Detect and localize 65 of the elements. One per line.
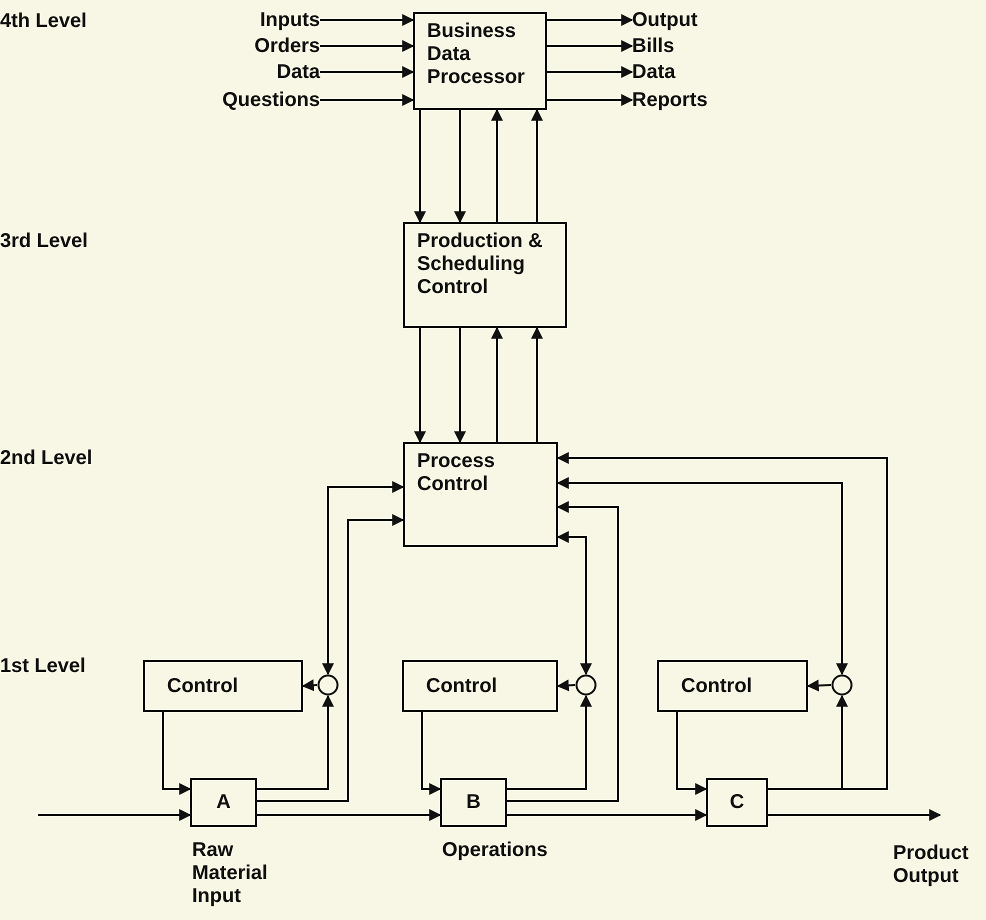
caption-text: Raw Material Input [192, 839, 269, 908]
output-label: Product Output [893, 842, 970, 888]
signal-label: Data [200, 59, 320, 85]
arrow [320, 40, 414, 52]
arrow [320, 94, 414, 106]
caption-text: Operations [442, 839, 549, 862]
arrow [547, 94, 634, 106]
box-label: A [216, 791, 231, 814]
arrow [507, 501, 619, 802]
arrow [676, 712, 708, 795]
box-label: Business Data Processor [427, 20, 526, 89]
arrow [421, 712, 442, 795]
signal-label: Inputs [200, 7, 320, 33]
arrow [162, 712, 192, 795]
arrow [547, 40, 634, 52]
arrow [531, 326, 543, 442]
box-label: Control [167, 674, 238, 696]
level-label: 4th Level [0, 10, 87, 33]
level-label: 2nd Level [0, 447, 92, 470]
signal-label: Questions [200, 87, 320, 113]
signal-label: Reports [632, 87, 752, 113]
arrow [257, 694, 334, 790]
control-box [657, 660, 808, 712]
arrow [556, 679, 576, 692]
arrow [320, 14, 414, 26]
level-label: 1st Level [0, 655, 86, 678]
signal-label: Data [632, 59, 752, 85]
arrow [507, 694, 592, 790]
arrow [322, 481, 404, 676]
signal-label: Output [632, 7, 752, 33]
arrow [414, 110, 426, 224]
arrow [491, 108, 503, 222]
arrow [257, 514, 404, 802]
arrow [257, 809, 442, 821]
arrow [547, 14, 634, 26]
arrow [454, 328, 466, 444]
arrow [768, 809, 942, 821]
signal-label: Orders [200, 33, 320, 59]
process-box [413, 12, 547, 110]
arrow [320, 66, 414, 78]
arrow [38, 809, 192, 821]
box-label: B [466, 791, 481, 814]
box-label: Control [426, 674, 498, 696]
arrow [806, 680, 832, 692]
arrow [547, 66, 634, 78]
arrow [302, 679, 318, 692]
level-label: 3rd Level [0, 230, 88, 253]
arrow [556, 452, 888, 790]
box-label: Production & Scheduling Control [417, 230, 544, 299]
process-box [403, 222, 567, 328]
arrow [414, 328, 426, 444]
box-label: Control [681, 674, 752, 696]
box-label: Process Control [417, 450, 496, 496]
arrow [507, 809, 708, 821]
arrow [556, 531, 592, 676]
box-label: C [730, 791, 744, 814]
arrow [556, 477, 848, 676]
process-box [403, 442, 558, 547]
arrow [454, 110, 466, 224]
arrow [491, 326, 503, 442]
signal-label: Bills [632, 33, 752, 59]
operation-box [706, 778, 768, 827]
control-box [143, 660, 303, 712]
control-box [402, 660, 558, 712]
arrow [531, 108, 543, 222]
